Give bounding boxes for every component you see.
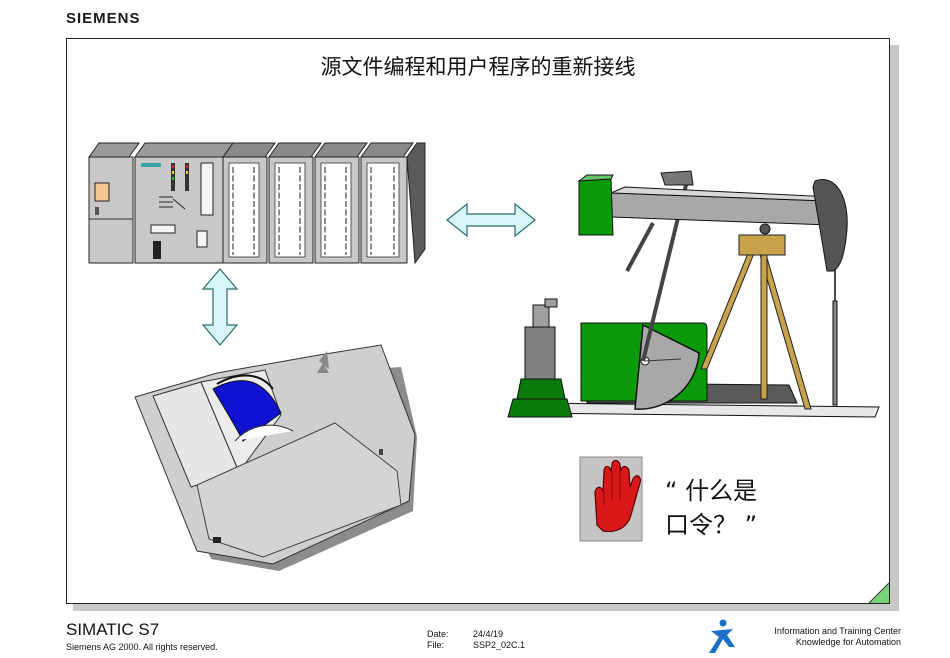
date-label: Date: <box>427 629 449 639</box>
oil-pump-icon <box>507 170 880 418</box>
slide-illustrations <box>88 142 889 603</box>
quote-line-1: “ 什么是 <box>665 477 758 505</box>
double-arrow-icon <box>446 202 536 238</box>
stop-hand-icon <box>579 456 643 542</box>
slide-frame: 源文件编程和用户程序的重新接线 <box>66 38 890 604</box>
file-meta: Date: 24/4/19 File: SSP2_02C.1 <box>427 629 525 651</box>
slide-title: 源文件编程和用户程序的重新接线 <box>320 55 636 79</box>
itc-logo-icon <box>709 619 735 653</box>
file-value: SSP2_02C.1 <box>473 640 526 650</box>
file-label: File: <box>427 640 445 650</box>
product-name: SIMATIC S7 <box>66 620 160 639</box>
plc-rack-icon <box>88 142 426 265</box>
center-line-1: Information and Training Center <box>774 626 901 636</box>
date-value: 24/4/19 <box>473 629 504 639</box>
center-line-2: Knowledge for Automation <box>795 637 901 647</box>
password-question: “ 什么是 口令？ ” <box>665 474 757 542</box>
footer-left: SIMATIC S7 Siemens AG 2000. All rights r… <box>66 620 218 652</box>
page-corner-fold <box>868 582 889 603</box>
copyright-text: Siemens AG 2000. All rights reserved. <box>66 642 218 652</box>
double-arrow-icon <box>201 268 239 346</box>
floppy-disk-icon <box>134 344 417 571</box>
quote-line-2: 口令？ ” <box>665 511 758 539</box>
training-center-info: Information and Training Center Knowledg… <box>774 626 901 648</box>
siemens-brand: SIEMENS <box>66 10 141 27</box>
